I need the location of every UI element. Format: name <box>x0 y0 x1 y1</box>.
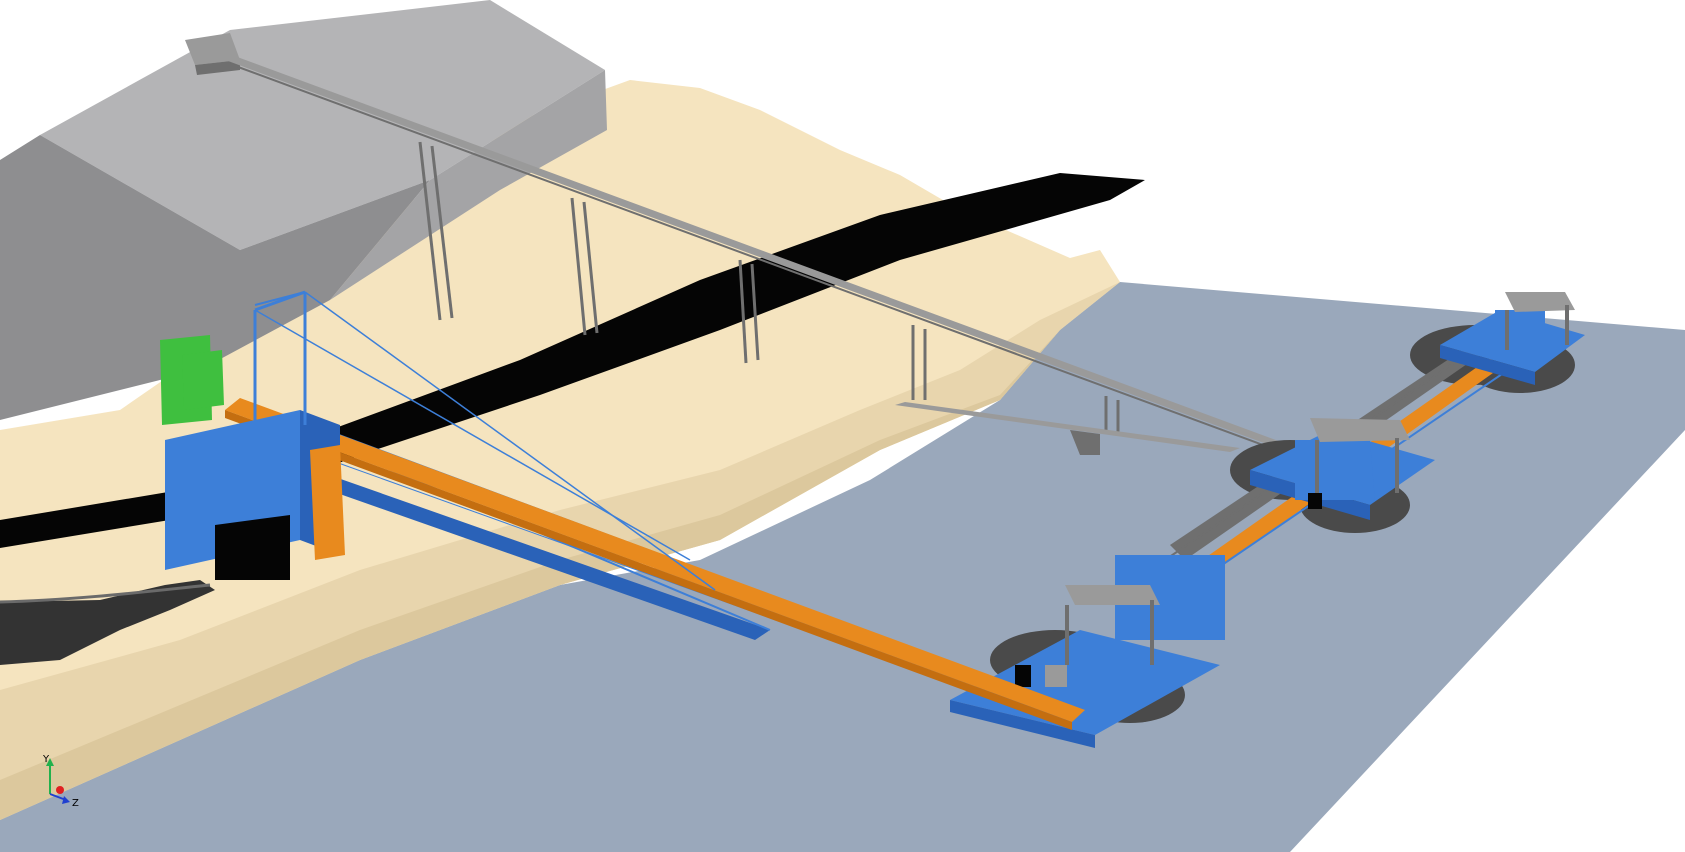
pontoon-deck-middle <box>1250 418 1435 520</box>
overland-conveyor <box>185 33 1322 467</box>
stockpile-top <box>40 0 605 250</box>
shore-tower <box>160 290 345 580</box>
stockpile-side <box>330 70 607 300</box>
water-surface <box>0 282 1685 852</box>
sand-bank-lower-slope <box>0 330 1060 820</box>
haul-road-edge <box>0 583 211 604</box>
main-belt <box>225 398 1085 730</box>
stockpile-face <box>0 135 430 420</box>
orientation-triad[interactable]: Y Z <box>38 752 98 812</box>
y-axis-arrow <box>46 758 54 766</box>
y-axis-label: Y <box>42 754 50 765</box>
z-axis-arrow <box>62 796 70 804</box>
pontoon-deck-far <box>1440 292 1585 385</box>
z-axis-label: Z <box>72 798 79 809</box>
haul-road <box>0 580 215 665</box>
x-axis-marker <box>56 786 64 794</box>
